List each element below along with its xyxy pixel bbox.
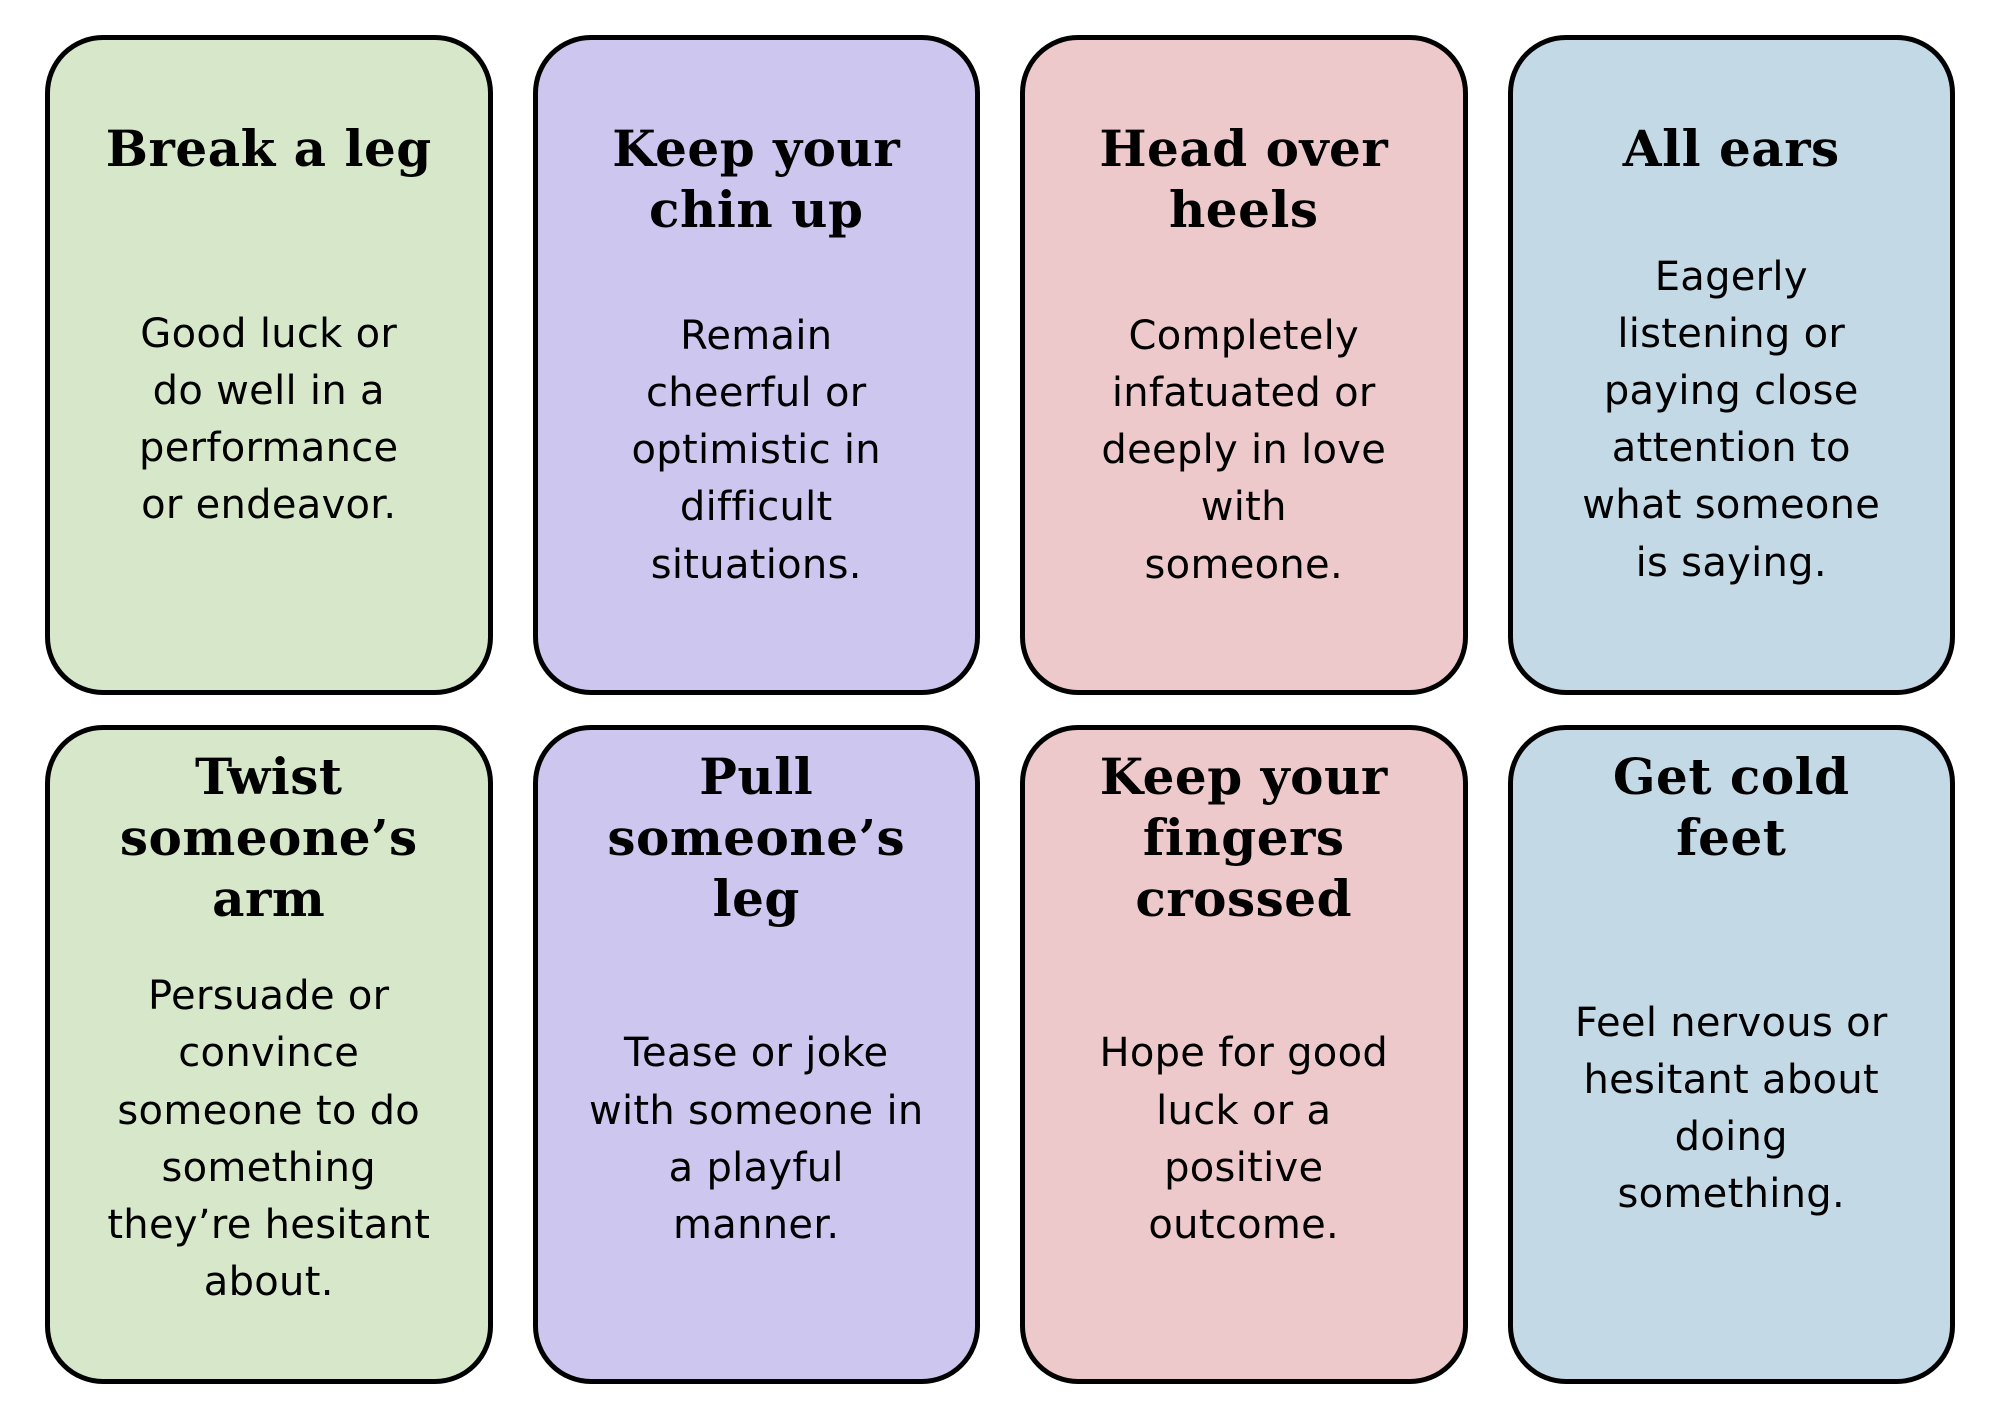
idiom-definition: Persuade or convince someone to do somet… — [107, 973, 431, 1306]
idiom-definition: Eagerly listening or paying close attent… — [1582, 253, 1881, 586]
idiom-title: Head over heels — [1099, 119, 1389, 239]
idiom-card-pull-someones-leg: Pull someone’s leg Tease or joke with so… — [532, 724, 980, 1384]
idiom-title: Keep your chin up — [612, 119, 901, 239]
definition-area: Completely infatuated or deeply in love … — [1101, 240, 1386, 662]
definition-area: Feel nervous or hesitant about doing som… — [1575, 868, 1888, 1352]
definition-area: Tease or joke with someone in a playful … — [589, 929, 924, 1352]
idiom-definition: Remain cheerful or optimistic in difficu… — [631, 312, 881, 588]
definition-area: Good luck or do well in a performance or… — [139, 179, 398, 662]
idiom-card-all-ears: All ears Eagerly listening or paying clo… — [1507, 35, 1955, 695]
definition-area: Remain cheerful or optimistic in difficu… — [632, 240, 881, 662]
idiom-card-get-cold-feet: Get cold feet Feel nervous or hesitant a… — [1507, 724, 1955, 1384]
idiom-title: Keep your fingers crossed — [1099, 746, 1388, 928]
definition-area: Hope for good luck or a positive outcome… — [1099, 929, 1388, 1352]
idiom-definition: Hope for good luck or a positive outcome… — [1099, 1030, 1389, 1248]
idiom-definition: Tease or joke with someone in a playful … — [588, 1030, 924, 1248]
definition-area: Persuade or convince someone to do somet… — [107, 929, 430, 1352]
idiom-card-head-over-heels: Head over heels Completely infatuated or… — [1020, 35, 1468, 695]
idiom-title: Pull someone’s leg — [607, 746, 906, 928]
idiom-title: All ears — [1622, 119, 1840, 178]
idiom-definition: Feel nervous or hesitant about doing som… — [1574, 999, 1888, 1218]
idiom-definition: Completely infatuated or deeply in love … — [1101, 312, 1387, 588]
idiom-definition: Good luck or do well in a performance or… — [139, 310, 399, 529]
idiom-title: Get cold feet — [1612, 746, 1850, 867]
idiom-card-twist-someones-arm: Twist someone’s arm Persuade or convince… — [45, 724, 493, 1384]
definition-area: Eagerly listening or paying close attent… — [1582, 179, 1880, 662]
idiom-card-keep-your-fingers-crossed: Keep your fingers crossed Hope for good … — [1020, 724, 1468, 1384]
idiom-title: Twist someone’s arm — [119, 746, 418, 928]
idiom-card-break-a-leg: Break a leg Good luck or do well in a pe… — [45, 35, 493, 695]
idiom-card-keep-your-chin-up: Keep your chin up Remain cheerful or opt… — [532, 35, 980, 695]
idiom-title: Break a leg — [105, 119, 432, 178]
